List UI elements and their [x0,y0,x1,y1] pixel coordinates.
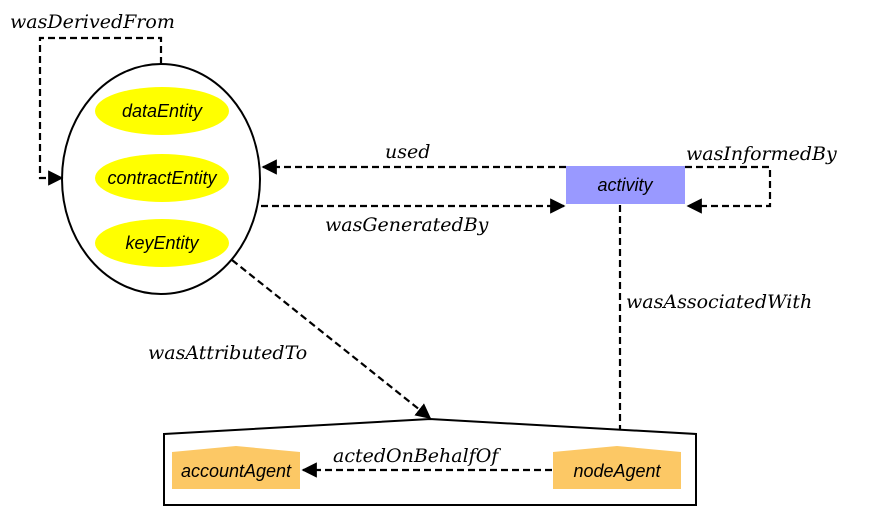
key-entity-node [95,219,229,267]
agent-group: accountAgent nodeAgent [163,417,697,506]
used-label: used [385,141,430,163]
acted-on-behalf-of-label: actedOnBehalfOf [333,445,501,467]
was-attributed-to-label: wasAttributedTo [148,342,307,364]
activity-group: activity [566,166,685,204]
was-generated-by-label: wasGeneratedBy [325,214,489,236]
was-associated-with-label: wasAssociatedWith [626,291,812,313]
entity-group: dataEntity contractEntity keyEntity [61,63,261,295]
was-attributed-to-edge [231,259,432,419]
node-agent-label: nodeAgent [573,461,661,481]
contract-entity-label: contractEntity [107,168,217,188]
was-informed-by-edge [685,165,772,214]
was-derived-from-edge [38,36,163,186]
data-entity-label: dataEntity [122,101,203,121]
account-agent-node [172,446,300,489]
was-informed-by-label: wasInformedBy [686,143,837,165]
activity-label: activity [597,175,653,195]
node-agent-node [553,446,681,489]
activity-node [566,166,685,204]
contract-entity-node [95,154,229,202]
key-entity-label: keyEntity [125,233,199,253]
data-entity-node [95,87,229,135]
account-agent-label: accountAgent [181,461,292,481]
was-derived-from-label: wasDerivedFrom [10,11,175,33]
